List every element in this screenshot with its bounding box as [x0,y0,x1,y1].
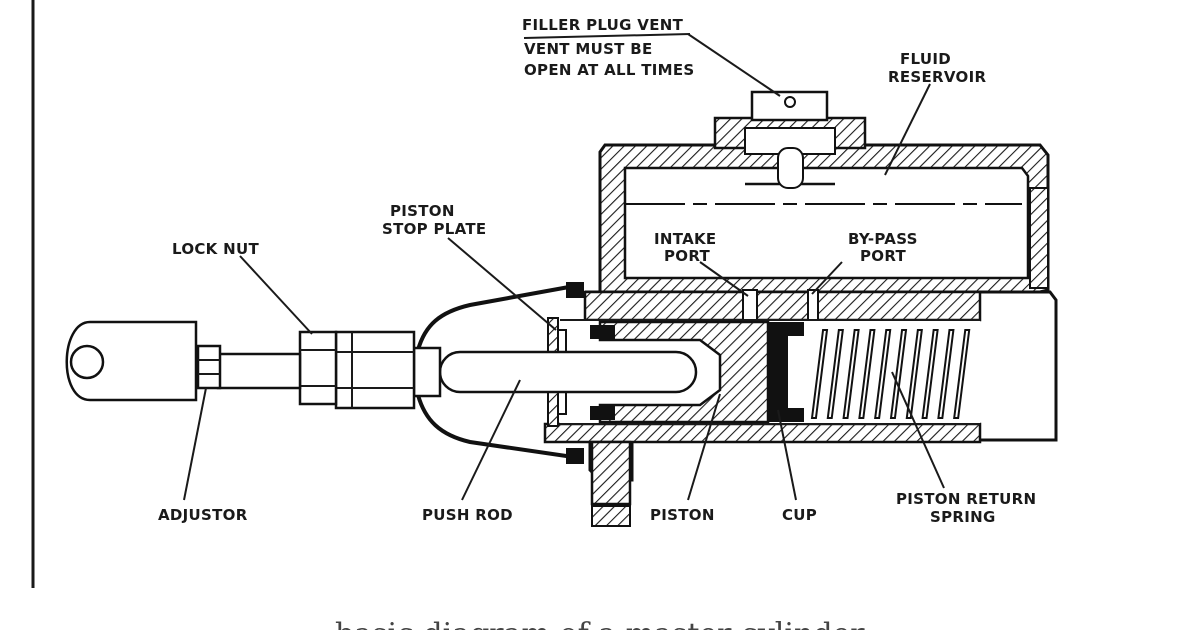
adjustor [216,352,302,390]
label-return-spring-line2: SPRING [930,508,996,526]
label-adjustor: ADJUSTOR [158,506,248,524]
cylinder-body [543,90,1058,527]
spring-coil [889,329,908,419]
push-rod-assembly [65,320,698,410]
label-vent-note-line1: VENT MUST BE [524,40,653,58]
piston-cup [768,322,804,422]
label-vent-note-line2: OPEN AT ALL TIMES [524,61,695,79]
label-push-rod: PUSH ROD [422,506,513,524]
spring-coil [842,329,860,419]
leader-lines [183,33,945,501]
vent-hole [784,96,796,108]
label-fluid-reservoir-line2: RESERVOIR [888,68,986,86]
label-filler-plug-vent: FILLER PLUG VENT [522,16,684,34]
label-intake-port-line1: INTAKE [654,230,716,248]
label-return-spring-line1: PISTON RETURN [896,490,1036,508]
label-cup: CUP [782,506,817,524]
label-lock-nut: LOCK NUT [172,240,259,258]
lock-nut [298,330,338,406]
return-spring [810,329,971,419]
spring-coil [937,329,955,419]
label-fluid-reservoir-line1: FLUID [900,50,951,68]
push-rod [438,350,698,394]
clevis-hole [69,344,105,380]
spring-coil [826,329,844,419]
spring-coil [858,329,876,419]
label-intake-port-line2: PORT [664,247,711,265]
figure-caption: basic diagram of a master cylinder [335,617,865,630]
labels: FILLER PLUG VENT VENT MUST BE OPEN AT AL… [158,16,1036,526]
rubber-boot [416,282,584,464]
spring-coil [921,329,939,419]
label-piston: PISTON [650,506,715,524]
bypass-port [807,289,819,323]
label-bypass-port-line1: BY-PASS [848,230,918,248]
spring-coil [810,329,829,419]
label-piston-stop-plate-line1: PISTON [390,202,455,220]
clevis-eye [65,320,198,402]
label-piston-stop-plate-line2: STOP PLATE [382,220,486,238]
spring-coil [953,329,971,419]
spring-coil [874,329,892,419]
label-bypass-port-line2: PORT [860,247,907,265]
spring-coil [905,329,923,419]
